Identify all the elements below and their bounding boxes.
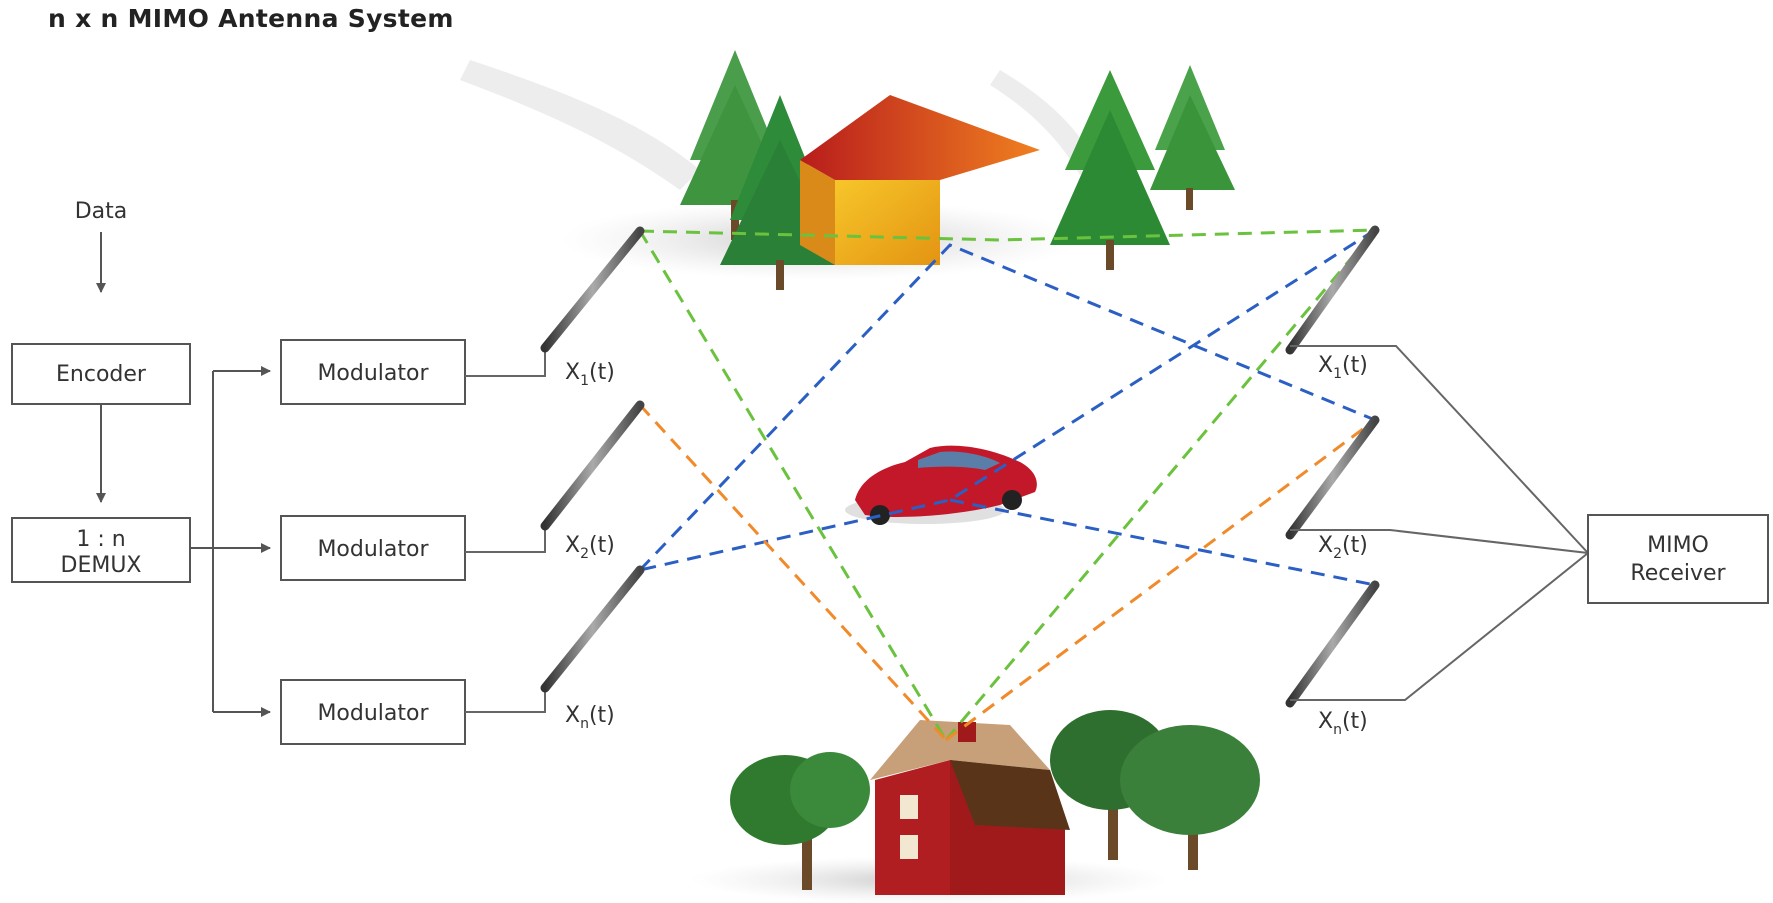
demux-label: DEMUX <box>61 553 142 578</box>
receiver-label-line2: Receiver <box>1630 561 1726 586</box>
encoder-label: Encoder <box>56 362 147 387</box>
barn-with-trees-illustration <box>690 710 1260 903</box>
green-path-tx1-barn <box>638 230 948 741</box>
tx-signal-n-label: Xn(t) <box>565 703 615 732</box>
tx-antenna-2 <box>540 400 645 531</box>
orange-path-barn-rx2 <box>945 418 1376 742</box>
modulator-3-label: Modulator <box>317 701 429 726</box>
tx-signal-2-label: X2(t) <box>565 533 615 562</box>
rx-antenna-1 <box>1285 225 1380 355</box>
tx-antenna-3 <box>540 565 645 693</box>
encoder-block: Encoder <box>11 343 191 405</box>
blue-path-rx1-car-tx2 <box>639 228 1376 572</box>
green-path-barn-rx1 <box>944 229 1377 741</box>
tx-signal-1-label: X1(t) <box>565 360 615 389</box>
house-with-trees-illustration <box>460 50 1235 290</box>
rx-signal-2-label: X2(t) <box>1318 533 1368 562</box>
rx-signal-1-label: X1(t) <box>1318 353 1368 382</box>
modulator-2-label: Modulator <box>317 537 429 562</box>
receiver-label-line1: MIMO <box>1647 533 1709 558</box>
diagram-title: n x n MIMO Antenna System <box>48 4 454 33</box>
data-label: Data <box>75 199 128 224</box>
modulator-2: Modulator <box>280 515 466 581</box>
blue-path-tx2-house-rx2 <box>638 243 1376 572</box>
tx-antennas <box>540 226 645 693</box>
rx-signal-n-label: Xn(t) <box>1318 709 1368 738</box>
blue-path-car-rxn <box>949 498 1376 587</box>
green-path-tx1-house-rx1 <box>639 228 1376 242</box>
rx-antenna-3 <box>1285 580 1380 708</box>
mimo-receiver-block: MIMO Receiver <box>1587 514 1769 604</box>
rx-antennas <box>1285 225 1380 708</box>
demux-ratio-label: 1 : n <box>76 527 125 552</box>
modulator-1-label: Modulator <box>317 361 429 386</box>
modulator-3: Modulator <box>280 679 466 745</box>
demux-block: 1 : n DEMUX <box>11 517 191 583</box>
car-illustration <box>845 445 1037 525</box>
propagation-paths <box>638 228 1377 742</box>
modulator-1: Modulator <box>280 339 466 405</box>
demux-fanout-lines <box>190 366 271 717</box>
modulator-antenna-feeds <box>465 348 546 713</box>
receiver-feed-lines <box>1290 345 1589 701</box>
rx-antenna-2 <box>1285 415 1380 540</box>
orange-path-tx2-barn <box>638 403 948 742</box>
tx-antenna-1 <box>540 226 645 353</box>
